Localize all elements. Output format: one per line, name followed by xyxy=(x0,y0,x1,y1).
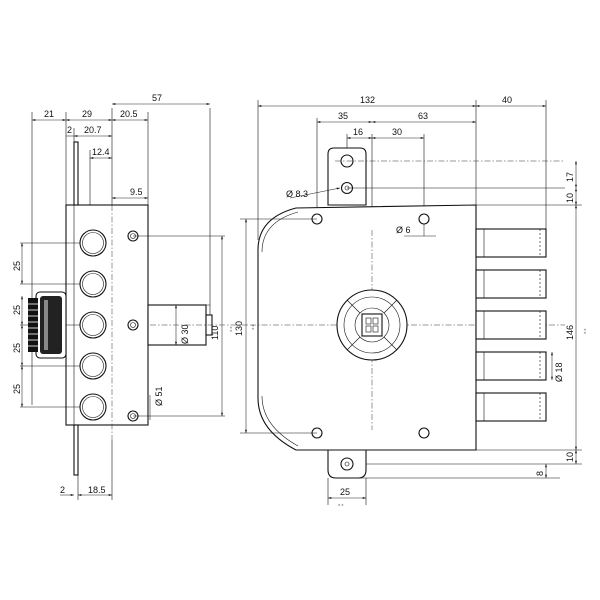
dim-text-25: 25 xyxy=(12,343,22,353)
dim-text-29: 29 xyxy=(82,109,92,119)
bolt-head xyxy=(79,311,107,339)
bolt-head xyxy=(79,393,107,421)
knob-highlight xyxy=(44,300,48,350)
mounting-hole xyxy=(418,427,430,439)
rosette-inner xyxy=(354,307,390,343)
deadbolt xyxy=(475,228,547,258)
left-view: 21 29 2 20.7 20.5 12.4 57 9.5 xyxy=(12,93,250,500)
dim-text-130: 130 xyxy=(234,321,244,336)
dim-text-132: 132 xyxy=(360,95,375,105)
lug-hole xyxy=(340,457,354,471)
dim-text-dia-18: Ø 18 xyxy=(554,362,564,382)
bolt-head xyxy=(79,270,107,298)
dim-line xyxy=(289,187,341,199)
dim-text-dia-8-3: Ø 8.3 xyxy=(286,189,308,199)
dim-text-dia-51: Ø 51 xyxy=(154,386,164,406)
dim-text-63: 63 xyxy=(418,111,428,121)
dim-text-110: 110 xyxy=(210,326,220,340)
deadbolt xyxy=(475,269,547,299)
dim-note: ± ± xyxy=(228,326,233,332)
cylinder-key-slot xyxy=(361,313,383,337)
mounting-hole xyxy=(418,213,430,225)
dim-text-25: 25 xyxy=(340,487,350,497)
top-spindle xyxy=(73,141,79,206)
deadbolts xyxy=(475,228,547,422)
bolt-head-inner xyxy=(82,273,104,295)
dim-text-2: 2 xyxy=(67,125,72,135)
lug-hole-inner xyxy=(344,461,350,467)
dim-text-9-5: 9.5 xyxy=(130,187,143,197)
dim-text-17: 17 xyxy=(565,172,575,182)
dim-text-21: 21 xyxy=(44,109,54,119)
dim-note: ± ± xyxy=(338,502,344,507)
bolt-head xyxy=(79,229,107,257)
bolt-head xyxy=(79,352,107,380)
body-edge xyxy=(261,395,299,447)
dim-text-20-5: 20.5 xyxy=(120,109,138,119)
deadbolt xyxy=(475,392,547,422)
bolt-heads xyxy=(79,229,107,421)
dim-text-57: 57 xyxy=(152,93,162,103)
deadbolt xyxy=(475,310,547,340)
dim-text-30: 30 xyxy=(392,127,402,137)
dim-text-35: 35 xyxy=(338,111,348,121)
knob-cap xyxy=(40,296,62,354)
dim-text-18-5: 18.5 xyxy=(88,485,106,495)
dim-note: ± ± xyxy=(582,328,587,334)
dim-text-12-4: 12.4 xyxy=(92,147,110,157)
bottom-pin xyxy=(73,424,79,476)
bolt-head-inner xyxy=(82,355,104,377)
bolt-head-inner xyxy=(82,396,104,418)
dim-text-2: 2 xyxy=(60,485,65,495)
bolt-head-inner xyxy=(82,314,104,336)
screw-inner xyxy=(130,322,136,328)
dim-text-16: 16 xyxy=(353,127,363,137)
right-view: 132 40 35 63 16 30 Ø 8.3 Ø 6 130 ± ± xyxy=(234,95,587,507)
dim-text-8: 8 xyxy=(535,471,545,476)
cylinder-rosette xyxy=(336,289,408,361)
rosette-ring xyxy=(343,296,401,354)
dim-text-20-7: 20.7 xyxy=(84,125,102,135)
dim-text-dia-6: Ø 6 xyxy=(396,225,411,235)
knob-grip xyxy=(28,298,38,352)
knob xyxy=(28,291,67,359)
dim-text-40: 40 xyxy=(502,95,512,105)
dim-text-10: 10 xyxy=(565,193,575,203)
dim-text-146: 146 xyxy=(565,325,575,340)
dim-note: ± ± xyxy=(250,324,255,330)
screw xyxy=(127,319,139,331)
dim-text-10: 10 xyxy=(565,452,575,462)
dim-text-25: 25 xyxy=(12,384,22,394)
dim-text-25: 25 xyxy=(12,305,22,315)
top-mounting-lug xyxy=(327,147,367,206)
bolt-head-inner xyxy=(82,232,104,254)
dim-text-dia-30: Ø 30 xyxy=(180,324,190,344)
deadbolt xyxy=(475,351,547,381)
dim-text-25: 25 xyxy=(12,261,22,271)
body-edge xyxy=(261,211,299,253)
